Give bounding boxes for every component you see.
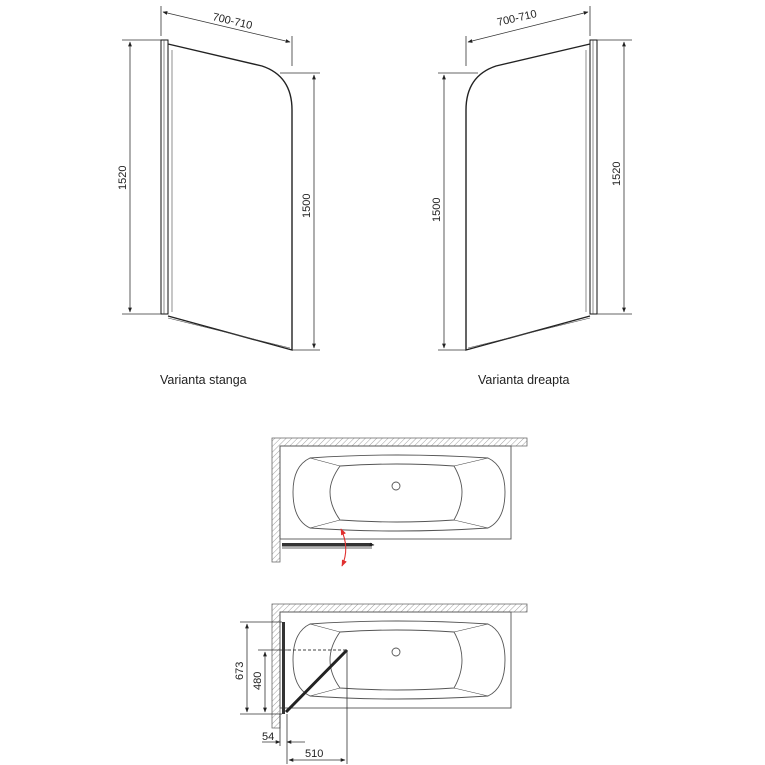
left-glass-height-label: 1500: [301, 194, 313, 218]
depth-label: 673: [234, 662, 246, 680]
right-glass-height-label: 1500: [431, 198, 443, 222]
bathtub-outline: [279, 445, 512, 540]
drain-icon: [391, 481, 401, 491]
plan-bottom-wall: [271, 603, 528, 729]
right-total-height-label: 1520: [611, 162, 623, 186]
offset-label: 480: [252, 672, 264, 690]
right-width-dimension-line: [467, 11, 589, 43]
left-width-label: 700-710: [211, 11, 253, 32]
reach-label: 510: [305, 748, 323, 760]
drain-icon: [391, 647, 401, 657]
right-hinge-profile: [589, 39, 598, 315]
plan-view-dimensions: 673 480 54 510: [234, 603, 528, 764]
swing-direction-arrow: [340, 528, 347, 567]
left-glass-panel: [167, 43, 293, 351]
plan-glass-open: [284, 648, 349, 714]
plan-glass-closed: [282, 543, 372, 547]
left-hinge-profile: [160, 39, 169, 315]
right-glass-panel: [465, 43, 591, 351]
wall-gap-label: 54: [262, 731, 274, 743]
left-total-height-label: 1520: [117, 166, 129, 190]
bathtub-basin-outer: [292, 454, 506, 532]
left-variant-caption: Varianta stanga: [160, 373, 247, 387]
right-variant-elevation: 700-710 1500 1520 Varianta dreapta: [431, 6, 632, 387]
left-width-dimension-line: [162, 11, 291, 43]
bathtub-basin-inner: [329, 463, 463, 523]
plan-fixed-profile: [282, 622, 285, 714]
right-variant-caption: Varianta dreapta: [478, 373, 570, 387]
plan-view-swing: [271, 437, 528, 567]
left-variant-elevation: 700-710 1520 1500 Varianta stanga: [117, 6, 320, 387]
